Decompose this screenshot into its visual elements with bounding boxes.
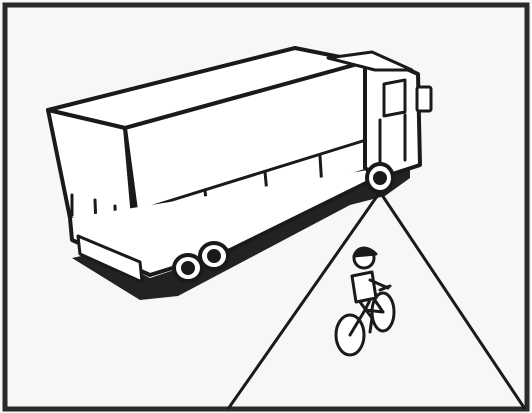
side-mirror — [417, 87, 431, 111]
cab-side-window — [384, 80, 405, 116]
rider-torso — [352, 272, 376, 302]
front-wheel — [367, 164, 393, 192]
